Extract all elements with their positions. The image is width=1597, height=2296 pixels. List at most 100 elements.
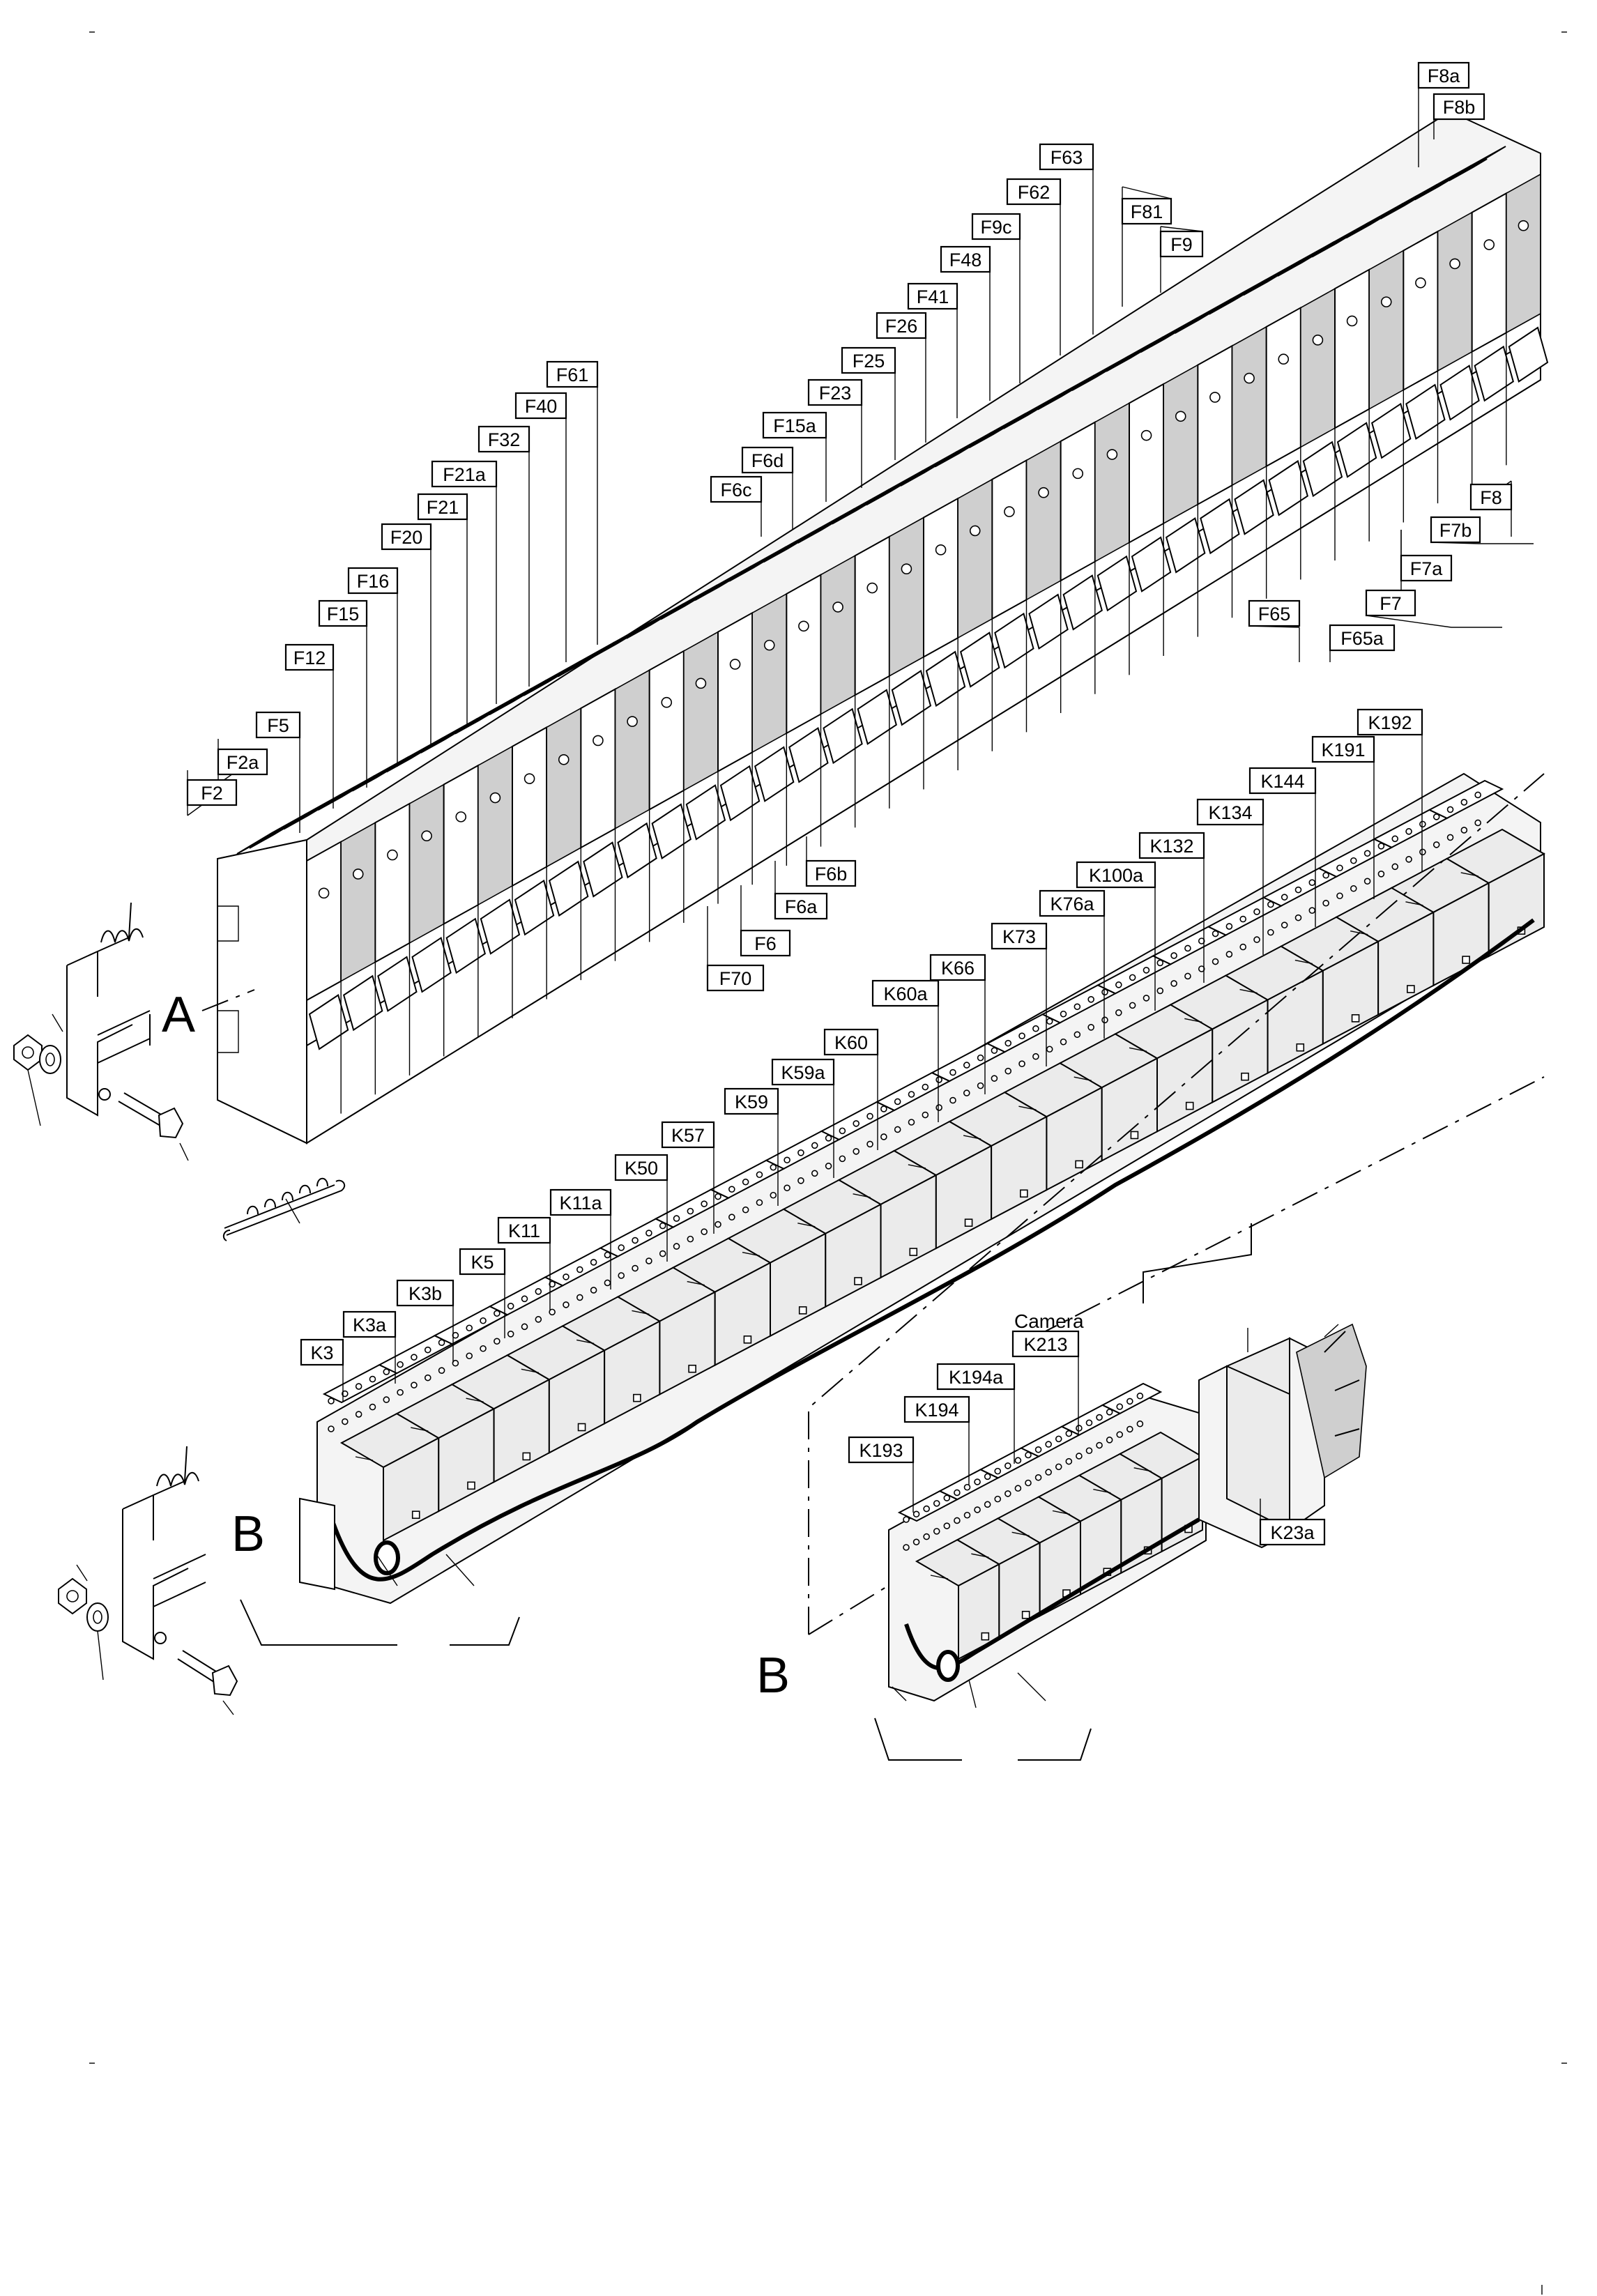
relay-module [1262, 867, 1380, 1046]
callout-text: F8b [1443, 97, 1476, 118]
callout-text: K23a [1270, 1522, 1315, 1543]
callout-f65a: F65a [1329, 624, 1396, 652]
callout-text: F15a [773, 415, 817, 436]
callout-text: F2 [201, 783, 223, 804]
callout-text: F20 [390, 527, 423, 548]
callout-f2a: F2a [217, 748, 268, 776]
callout-k57: K57 [661, 1121, 715, 1149]
cable-loop [374, 1540, 400, 1575]
fuse-module [1436, 146, 1549, 466]
callout-text: K144 [1260, 771, 1304, 792]
callout-text: F23 [819, 383, 852, 404]
callout-k100a: K100a [1076, 861, 1156, 889]
relay-module [938, 1469, 1041, 1639]
callout-f15a: F15a [762, 411, 827, 439]
callout-text: K193 [859, 1440, 903, 1461]
callout-f7b: F7b [1430, 516, 1481, 544]
callout-text: F7a [1410, 558, 1444, 579]
callout-text: K11a [559, 1193, 602, 1214]
callout-text: K194 [915, 1400, 958, 1421]
fuse-module [1333, 203, 1446, 523]
callout-f6d: F6d [741, 446, 794, 474]
callout-text: F65a [1340, 628, 1384, 649]
callout-f16: F16 [347, 567, 399, 595]
callout-f2: F2 [186, 779, 238, 806]
callout-text: F7 [1380, 593, 1402, 614]
callout-text: F6 [754, 933, 777, 954]
callout-f7a: F7a [1400, 554, 1453, 582]
callout-text: F8 [1480, 487, 1502, 508]
callout-text: F65 [1258, 604, 1291, 625]
callout-text: F48 [949, 250, 982, 270]
callout-f6c: F6c [710, 475, 763, 503]
mounting-bracket-b [58, 1446, 238, 1715]
callout-k76a: K76a [1039, 889, 1106, 917]
callout-text: F9c [980, 217, 1011, 238]
relay-module [897, 1490, 1001, 1660]
callout-text: K59 [735, 1092, 768, 1112]
callout-text: F16 [357, 571, 390, 592]
callout-text: F6a [785, 896, 818, 917]
callout-text: F8a [1428, 66, 1461, 86]
callout-f40: F40 [514, 392, 567, 420]
fuse-module [1025, 374, 1138, 694]
callout-k11: K11 [497, 1216, 551, 1244]
callout-text: K73 [1002, 926, 1036, 947]
callout-text: F6d [751, 450, 784, 471]
callout-text: K59a [781, 1062, 825, 1083]
callout-f32: F32 [477, 425, 530, 453]
relay-module [820, 1101, 938, 1279]
callout-text: F6c [720, 480, 751, 500]
callout-f6b: F6b [805, 859, 857, 887]
detail-label-b-left: B [231, 1506, 265, 1562]
callout-k59a: K59a [771, 1058, 835, 1086]
relay-module [930, 1043, 1048, 1220]
relay-module [1060, 1404, 1163, 1575]
callout-f20: F20 [381, 523, 432, 551]
callout-f15: F15 [318, 599, 368, 627]
relay-module [322, 1363, 441, 1542]
callout-text: K60a [883, 984, 928, 1004]
callout-f12: F12 [284, 643, 335, 671]
callout-k60a: K60a [871, 979, 940, 1007]
callout-f25: F25 [841, 346, 896, 374]
callout-labels: F2F2aF5F12F15F16F20F21F21aF32F40F61F6cF6… [186, 61, 1513, 1546]
fuse-module [270, 794, 383, 1114]
callout-k193: K193 [848, 1436, 915, 1464]
callout-text: K3b [408, 1283, 442, 1304]
callout-text: K100a [1089, 865, 1144, 886]
camera-caption: Camera [1014, 1310, 1084, 1332]
callout-text: K66 [941, 958, 975, 979]
callout-k60: K60 [823, 1028, 879, 1056]
callout-k194a: K194a [936, 1363, 1016, 1391]
registration-marks [89, 31, 1567, 2295]
callout-f8b: F8b [1432, 93, 1485, 121]
callout-k3a: K3a [342, 1310, 397, 1338]
comb-busbar-icon [222, 1177, 346, 1241]
fuse-rail-assembly [217, 110, 1549, 1145]
fuse-module [1402, 164, 1514, 484]
relay-module [1041, 984, 1159, 1162]
callout-f8: F8 [1469, 483, 1513, 511]
callout-k134: K134 [1196, 798, 1264, 826]
fuse-module [1161, 298, 1274, 618]
detail-brackets [240, 1554, 1092, 1761]
relay-module [1152, 926, 1269, 1104]
callout-text: F12 [293, 648, 326, 668]
callout-text: K192 [1368, 712, 1412, 733]
callout-k3b: K3b [396, 1279, 454, 1307]
callout-text: F15 [327, 604, 360, 625]
callout-text: F21a [443, 464, 487, 485]
callout-text: F9 [1170, 234, 1193, 255]
callout-f41: F41 [907, 282, 958, 310]
callout-text: F26 [885, 316, 918, 337]
callout-text: F21 [427, 497, 459, 518]
callout-text: F81 [1131, 201, 1163, 222]
callout-k3: K3 [300, 1338, 344, 1366]
callout-f63: F63 [1039, 143, 1094, 171]
callout-k66: K66 [929, 954, 986, 981]
callout-k11a: K11a [549, 1188, 612, 1216]
callout-text: F41 [917, 286, 949, 307]
fuse-module [510, 660, 623, 981]
detail-label-b-right: B [756, 1648, 790, 1704]
